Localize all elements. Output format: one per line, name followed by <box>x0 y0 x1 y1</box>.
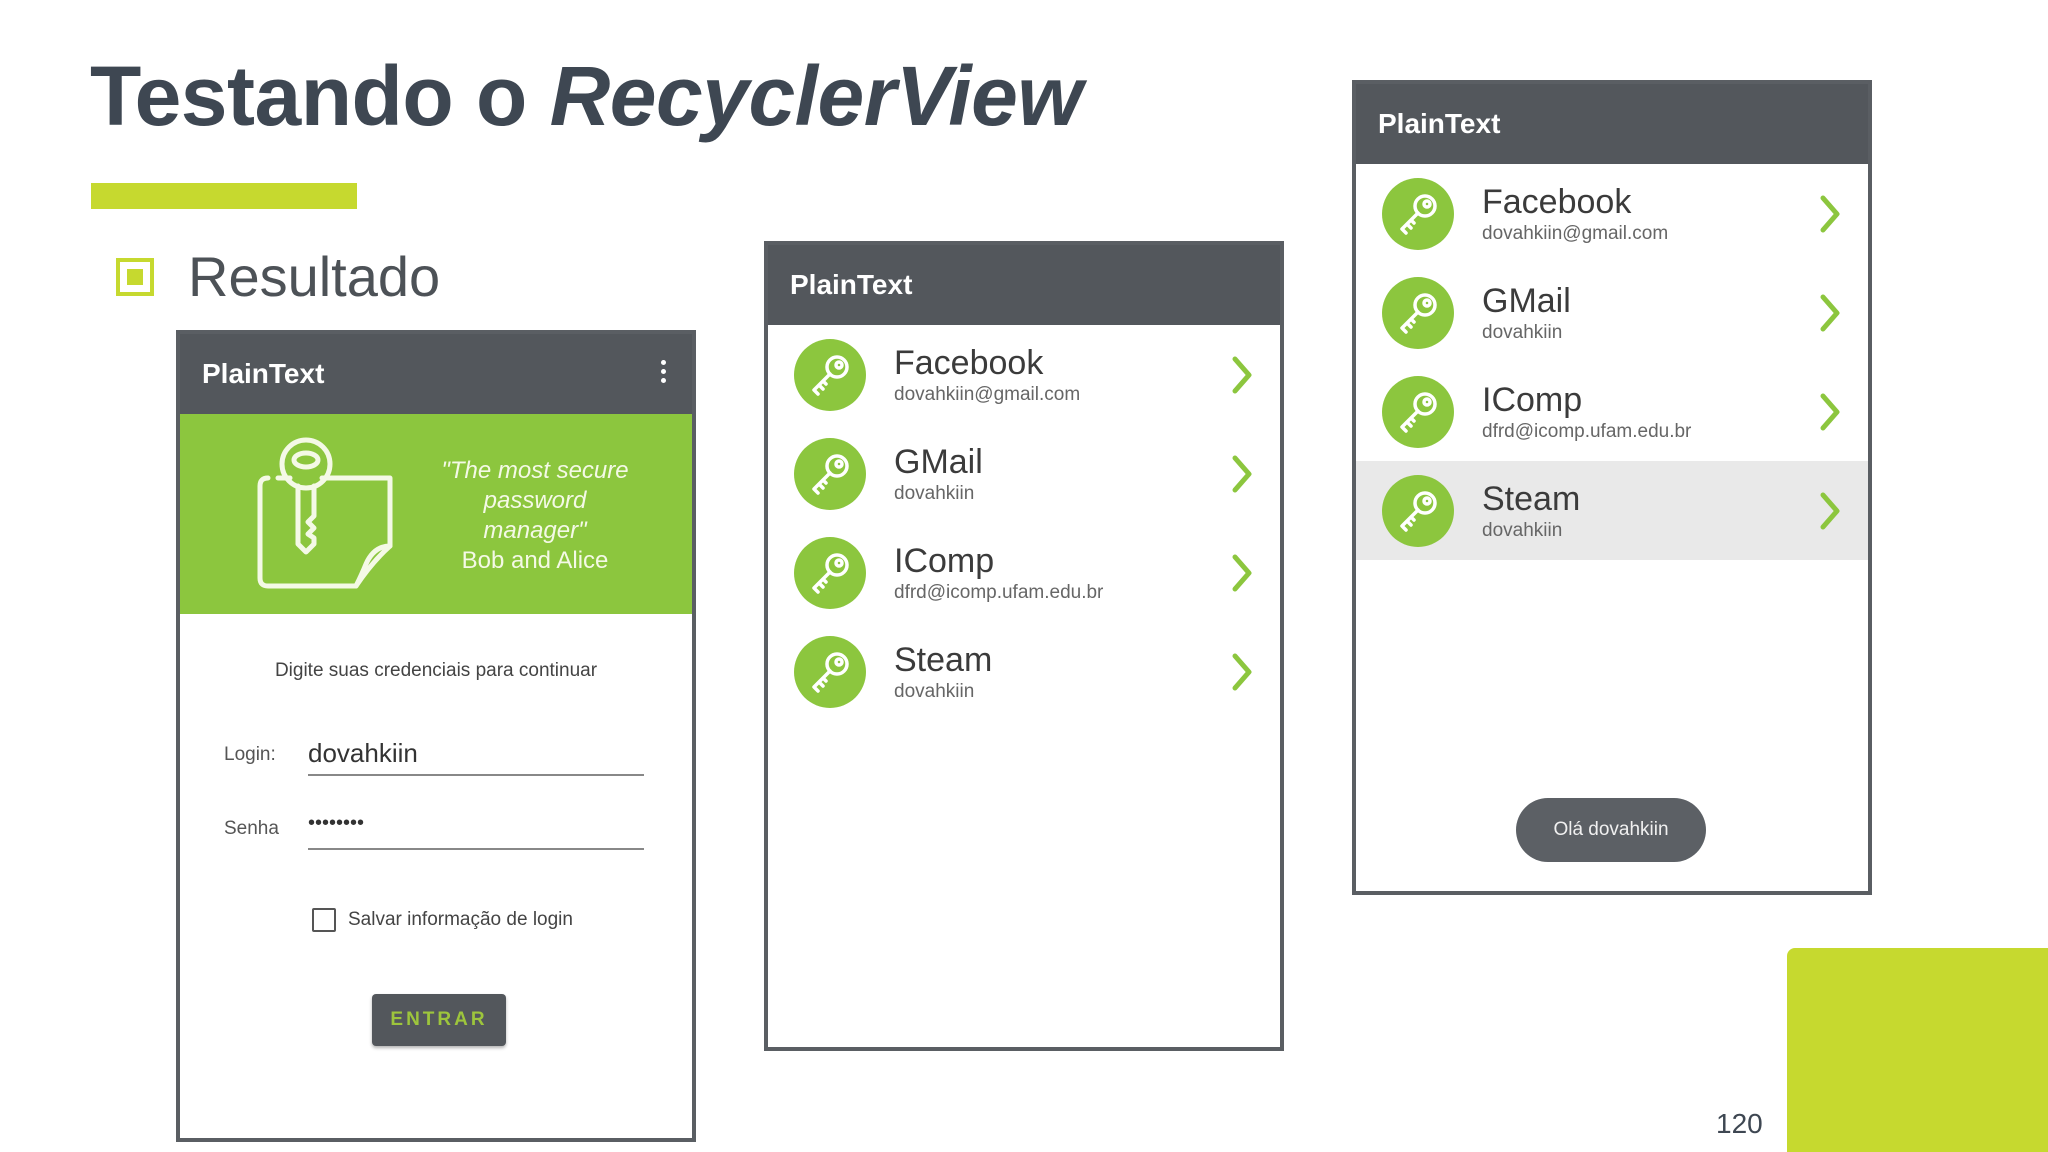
tagline: "The most secure password manager" Bob a… <box>430 456 640 576</box>
login-label: Login: <box>224 744 276 765</box>
slide-title: Testando o RecyclerView <box>90 48 1083 145</box>
item-subtitle: dfrd@icomp.ufam.edu.br <box>894 581 1104 603</box>
item-title: GMail <box>1482 281 1571 320</box>
item-title: Steam <box>1482 479 1581 518</box>
key-icon <box>1382 375 1454 448</box>
password-label: Senha <box>224 818 279 839</box>
chevron-right-icon <box>1820 294 1840 332</box>
item-title: IComp <box>894 541 995 580</box>
item-subtitle: dovahkiin@gmail.com <box>1482 222 1669 244</box>
slide-title-emphasis: RecyclerView <box>549 49 1083 143</box>
square-bullet-icon <box>116 257 154 296</box>
enter-button[interactable]: ENTRAR <box>372 994 506 1046</box>
app-toolbar: PlainText <box>768 245 1280 325</box>
overflow-menu-icon[interactable] <box>661 360 666 383</box>
tagline-quote: "The most secure password manager" <box>441 457 629 544</box>
remember-login-row[interactable]: Salvar informação de login <box>312 908 573 932</box>
item-subtitle: dfrd@icomp.ufam.edu.br <box>1482 420 1692 442</box>
key-icon <box>794 437 866 510</box>
tagline-author: Bob and Alice <box>461 547 609 574</box>
chevron-right-icon <box>1820 195 1840 233</box>
login-input[interactable]: dovahkiin <box>308 734 644 776</box>
chevron-right-icon <box>1232 356 1252 394</box>
chevron-right-icon <box>1232 653 1252 691</box>
corner-accent-block <box>1787 948 2048 1152</box>
key-document-icon <box>257 437 393 589</box>
item-subtitle: dovahkiin <box>894 482 975 504</box>
chevron-right-icon <box>1820 492 1840 530</box>
title-underline-bar <box>91 183 357 209</box>
bullet-item: Resultado <box>116 244 440 309</box>
chevron-right-icon <box>1820 393 1840 431</box>
key-icon <box>1382 474 1454 547</box>
item-title: Facebook <box>894 343 1044 382</box>
item-title: GMail <box>894 442 983 481</box>
item-subtitle: dovahkiin <box>1482 519 1563 541</box>
login-instructions: Digite suas credenciais para continuar <box>274 660 598 681</box>
item-subtitle: dovahkiin <box>1482 321 1563 343</box>
key-icon <box>794 635 866 708</box>
key-icon <box>794 338 866 411</box>
key-icon <box>1382 276 1454 349</box>
toast-message: Olá dovahkiin <box>1516 798 1706 862</box>
login-screen: PlainText "The most secure password mana… <box>176 330 696 1142</box>
item-title: Facebook <box>1482 182 1632 221</box>
item-subtitle: dovahkiin@gmail.com <box>894 383 1081 405</box>
chevron-right-icon <box>1232 554 1252 592</box>
key-icon <box>794 536 866 609</box>
app-toolbar: PlainText <box>180 334 692 414</box>
slide-title-prefix: Testando o <box>90 49 550 143</box>
key-icon <box>1382 177 1454 250</box>
bullet-text: Resultado <box>188 245 441 308</box>
app-title: PlainText <box>790 269 913 300</box>
remember-login-label: Salvar informação de login <box>348 909 573 930</box>
password-input[interactable]: •••••••• <box>308 808 644 850</box>
page-number: 120 <box>1716 1108 1763 1139</box>
item-subtitle: dovahkiin <box>894 680 975 702</box>
item-title: Steam <box>894 640 993 679</box>
login-banner: "The most secure password manager" Bob a… <box>180 414 692 614</box>
chevron-right-icon <box>1232 455 1252 493</box>
item-title: IComp <box>1482 380 1583 419</box>
app-title: PlainText <box>1378 108 1501 139</box>
remember-login-checkbox[interactable] <box>312 908 336 932</box>
app-toolbar: PlainText <box>1356 84 1868 164</box>
password-field-row: Senha •••••••• <box>224 808 644 850</box>
login-field-row: Login: dovahkiin <box>224 734 644 776</box>
app-title: PlainText <box>202 358 325 389</box>
